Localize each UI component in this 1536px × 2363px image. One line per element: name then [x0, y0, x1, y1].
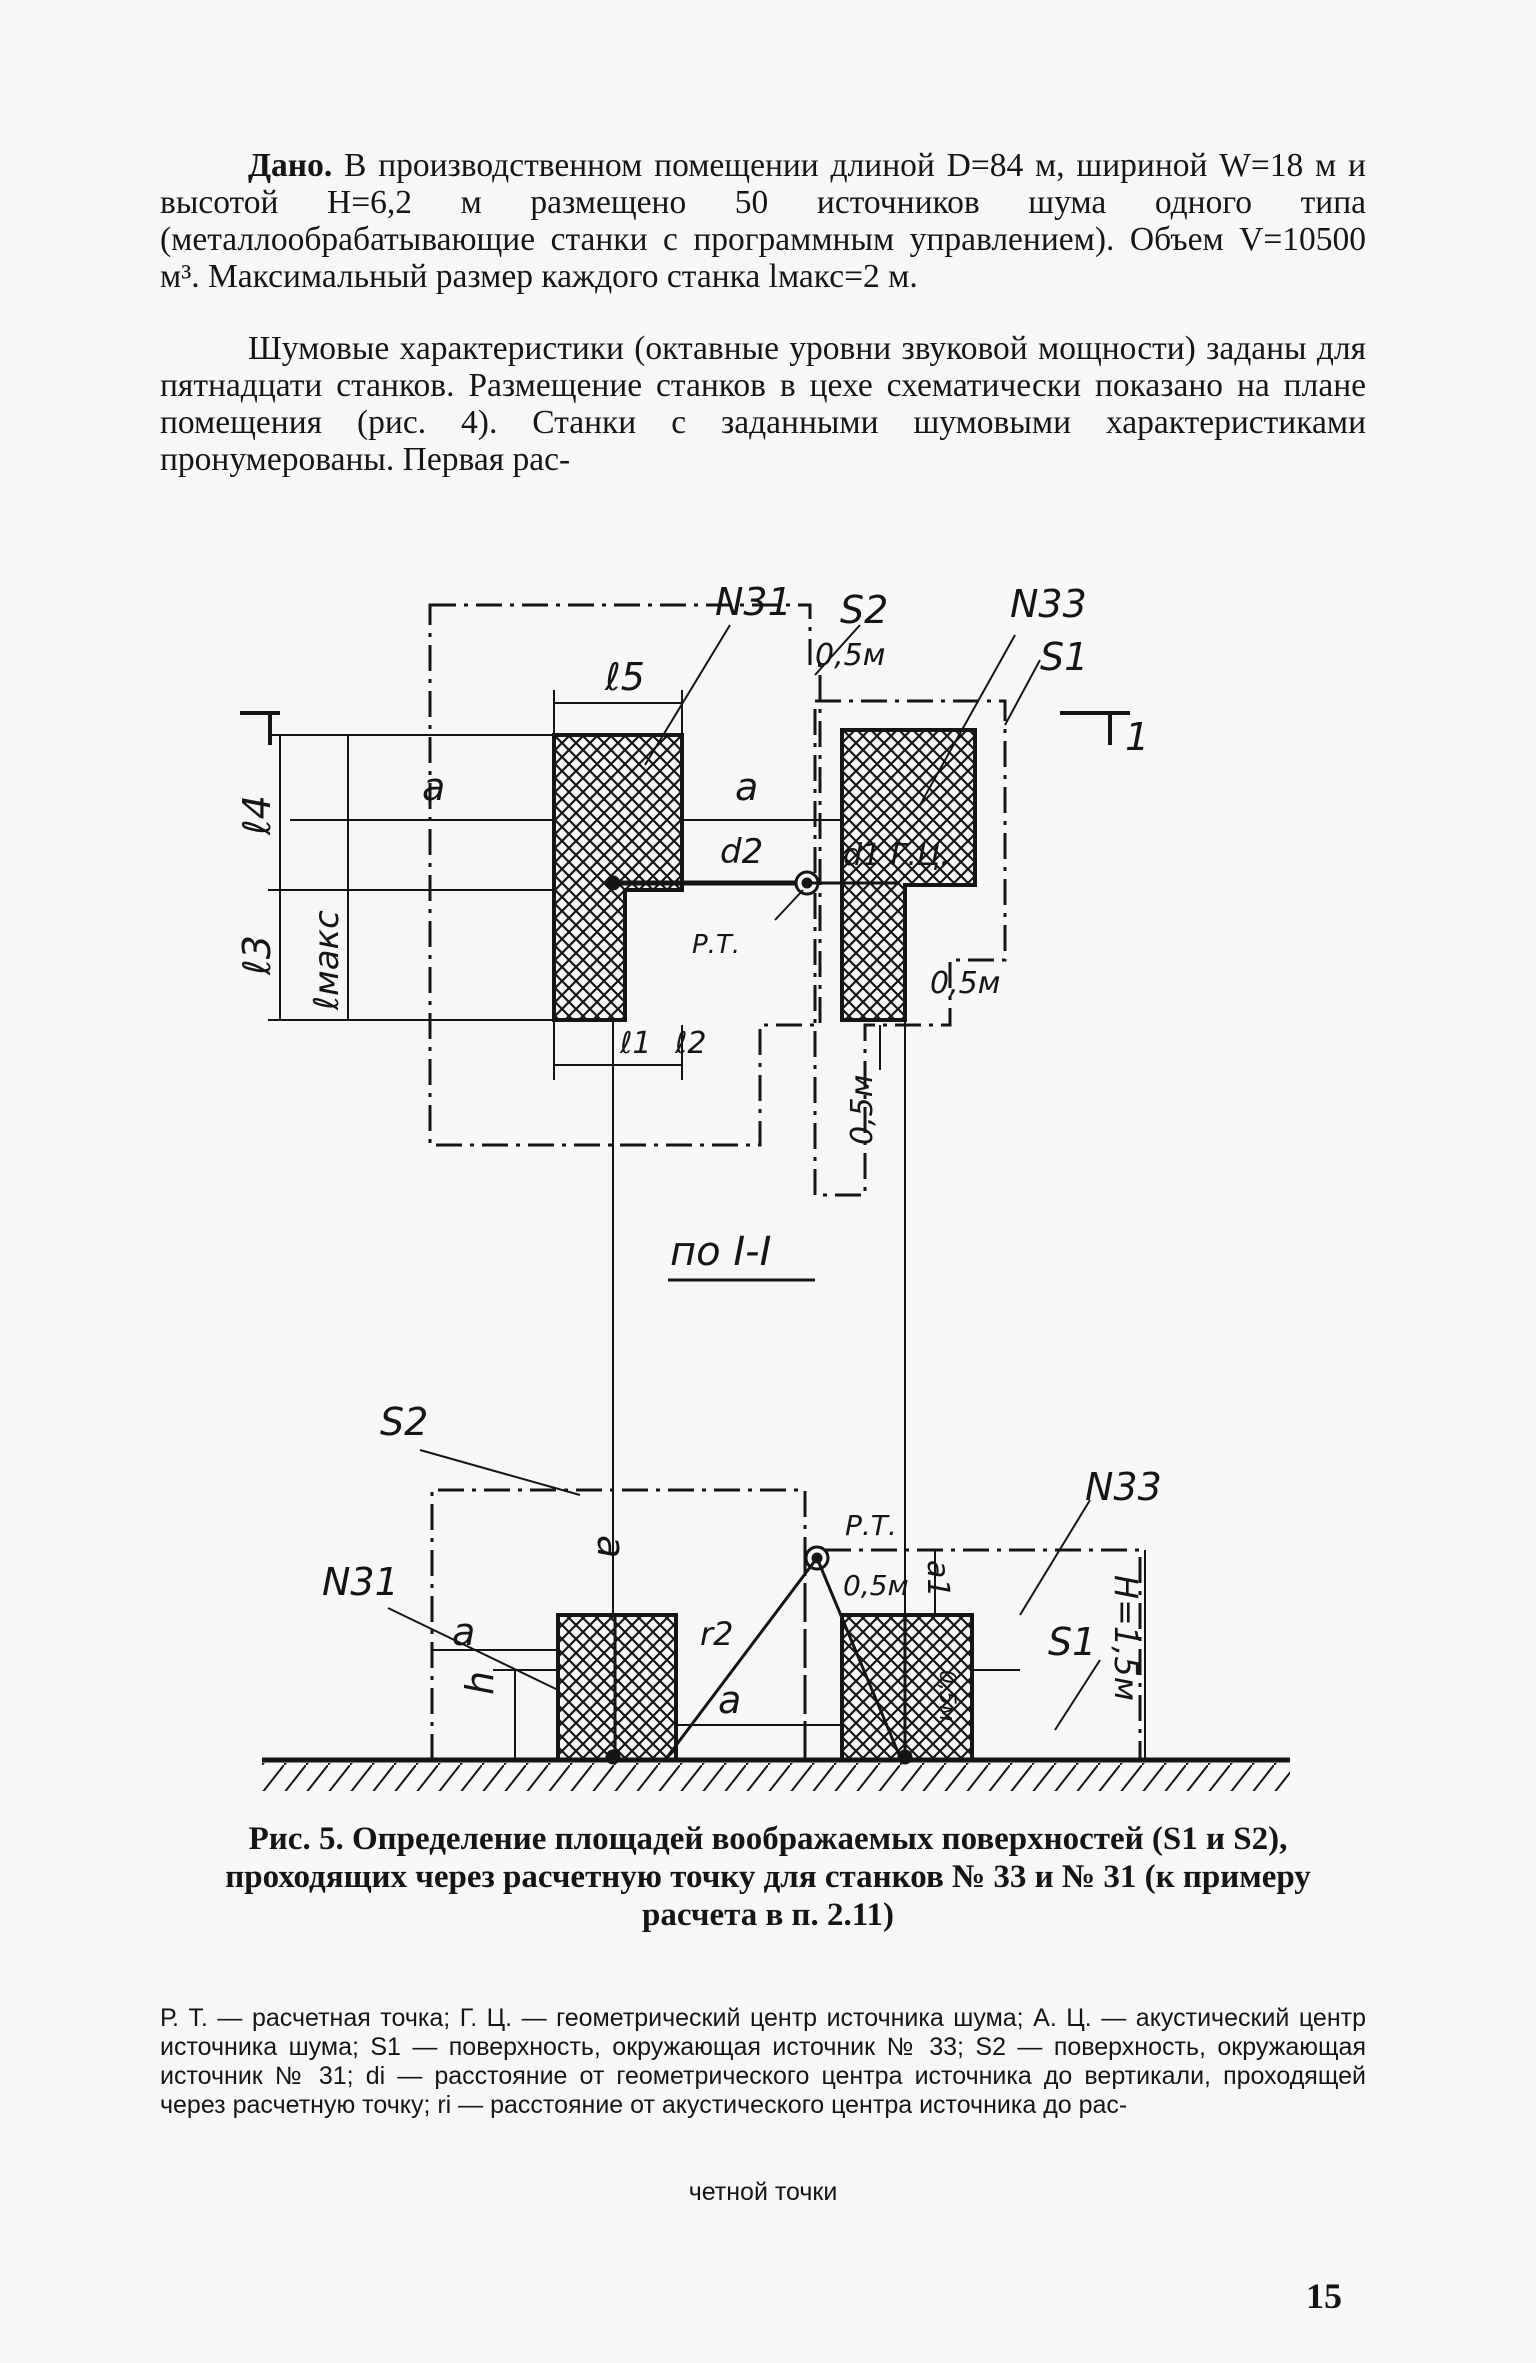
label-a-mid: a	[735, 765, 758, 809]
label-h: h	[458, 1671, 502, 1695]
machine-n33-plan	[840, 728, 977, 1022]
label-d1-gc: d1 Г.Ц.	[843, 838, 950, 873]
s1-elevation-outline	[803, 1548, 1142, 1760]
paragraph-given: Дано. В производственном помещении длино…	[160, 147, 1366, 295]
label-a-vertical: a	[589, 1535, 633, 1558]
label-n33-plan: N33	[1010, 582, 1087, 626]
plan-view	[240, 603, 1130, 1760]
label-lmaks: ℓмакс	[307, 910, 347, 1011]
label-s2-plan: S2	[840, 588, 888, 632]
page-number: 15	[1306, 2276, 1342, 2316]
figure-caption: Рис. 5. Определение площадей воображаемы…	[225, 1821, 1311, 1933]
label-s1-elevation: S1	[1048, 1620, 1096, 1664]
s1-outline	[813, 699, 1007, 1197]
label-r2: r2	[700, 1615, 734, 1653]
label-l5: ℓ5	[604, 655, 645, 699]
label-pt-elevation: Р.Т.	[845, 1509, 897, 1542]
given-body: В производственном помещении длиной D=84…	[160, 147, 1366, 295]
label-05m-top: 0,5м	[815, 638, 885, 673]
ground-hatch	[262, 1763, 1290, 1791]
elevation-view	[262, 1449, 1290, 1791]
label-l2: ℓ2	[674, 1026, 706, 1061]
label-a-left: a	[422, 765, 445, 809]
s2-outline	[428, 603, 822, 1147]
label-a-bottom: a	[718, 1678, 741, 1722]
label-d2: d2	[720, 832, 763, 872]
label-05m-small: 0,5м	[934, 1670, 959, 1722]
elevation-labels: S2 N33 Р.Т. N31 a 0,5м a1 a r2 S1 H=1,5м…	[322, 1400, 1162, 1722]
label-l3: ℓ3	[240, 935, 279, 976]
label-h-1-5m: H=1,5м	[1107, 1575, 1145, 1701]
label-05m-elevation: 0,5м	[843, 1569, 909, 1602]
plan-labels: N31 S2 N33 S1 0,5м ℓ5 a a d2 d1 Г.Ц. Р.Т…	[240, 580, 1149, 1275]
figure-legend: Р. Т. — расчетная точка; Г. Ц. — геометр…	[160, 2004, 1366, 2119]
label-section-i-i: по I-I	[670, 1229, 771, 1275]
gc-n31-dot	[605, 875, 621, 891]
label-s2-elevation: S2	[380, 1400, 428, 1444]
figure-legend-last-line: четной точки	[688, 2178, 838, 2206]
label-l4: ℓ4	[240, 795, 279, 836]
label-n31-elevation: N31	[322, 1560, 399, 1604]
label-a-left-elevation: a	[452, 1610, 475, 1654]
machine-n31-elevation	[556, 1613, 678, 1762]
label-a1: a1	[920, 1560, 955, 1597]
label-section-right: 1	[1125, 715, 1149, 759]
machine-n33-elevation	[840, 1613, 974, 1762]
label-n33-elevation: N33	[1085, 1465, 1162, 1509]
label-l1: ℓ1	[619, 1026, 651, 1061]
label-s1-plan: S1	[1040, 635, 1088, 679]
label-05m-right: 0,5м	[930, 966, 1000, 1001]
label-05m-bottom: 0,5м	[845, 1075, 880, 1145]
paragraph-noise-characteristics: Шумовые характеристики (октавные уровни …	[160, 330, 1366, 478]
given-label: Дано.	[248, 147, 333, 184]
label-pt-plan: Р.Т.	[692, 930, 740, 960]
label-n31-plan: N31	[715, 580, 792, 624]
figure-diagram: N31 S2 N33 S1 0,5м ℓ5 a a d2 d1 Г.Ц. Р.Т…	[240, 580, 1290, 1791]
